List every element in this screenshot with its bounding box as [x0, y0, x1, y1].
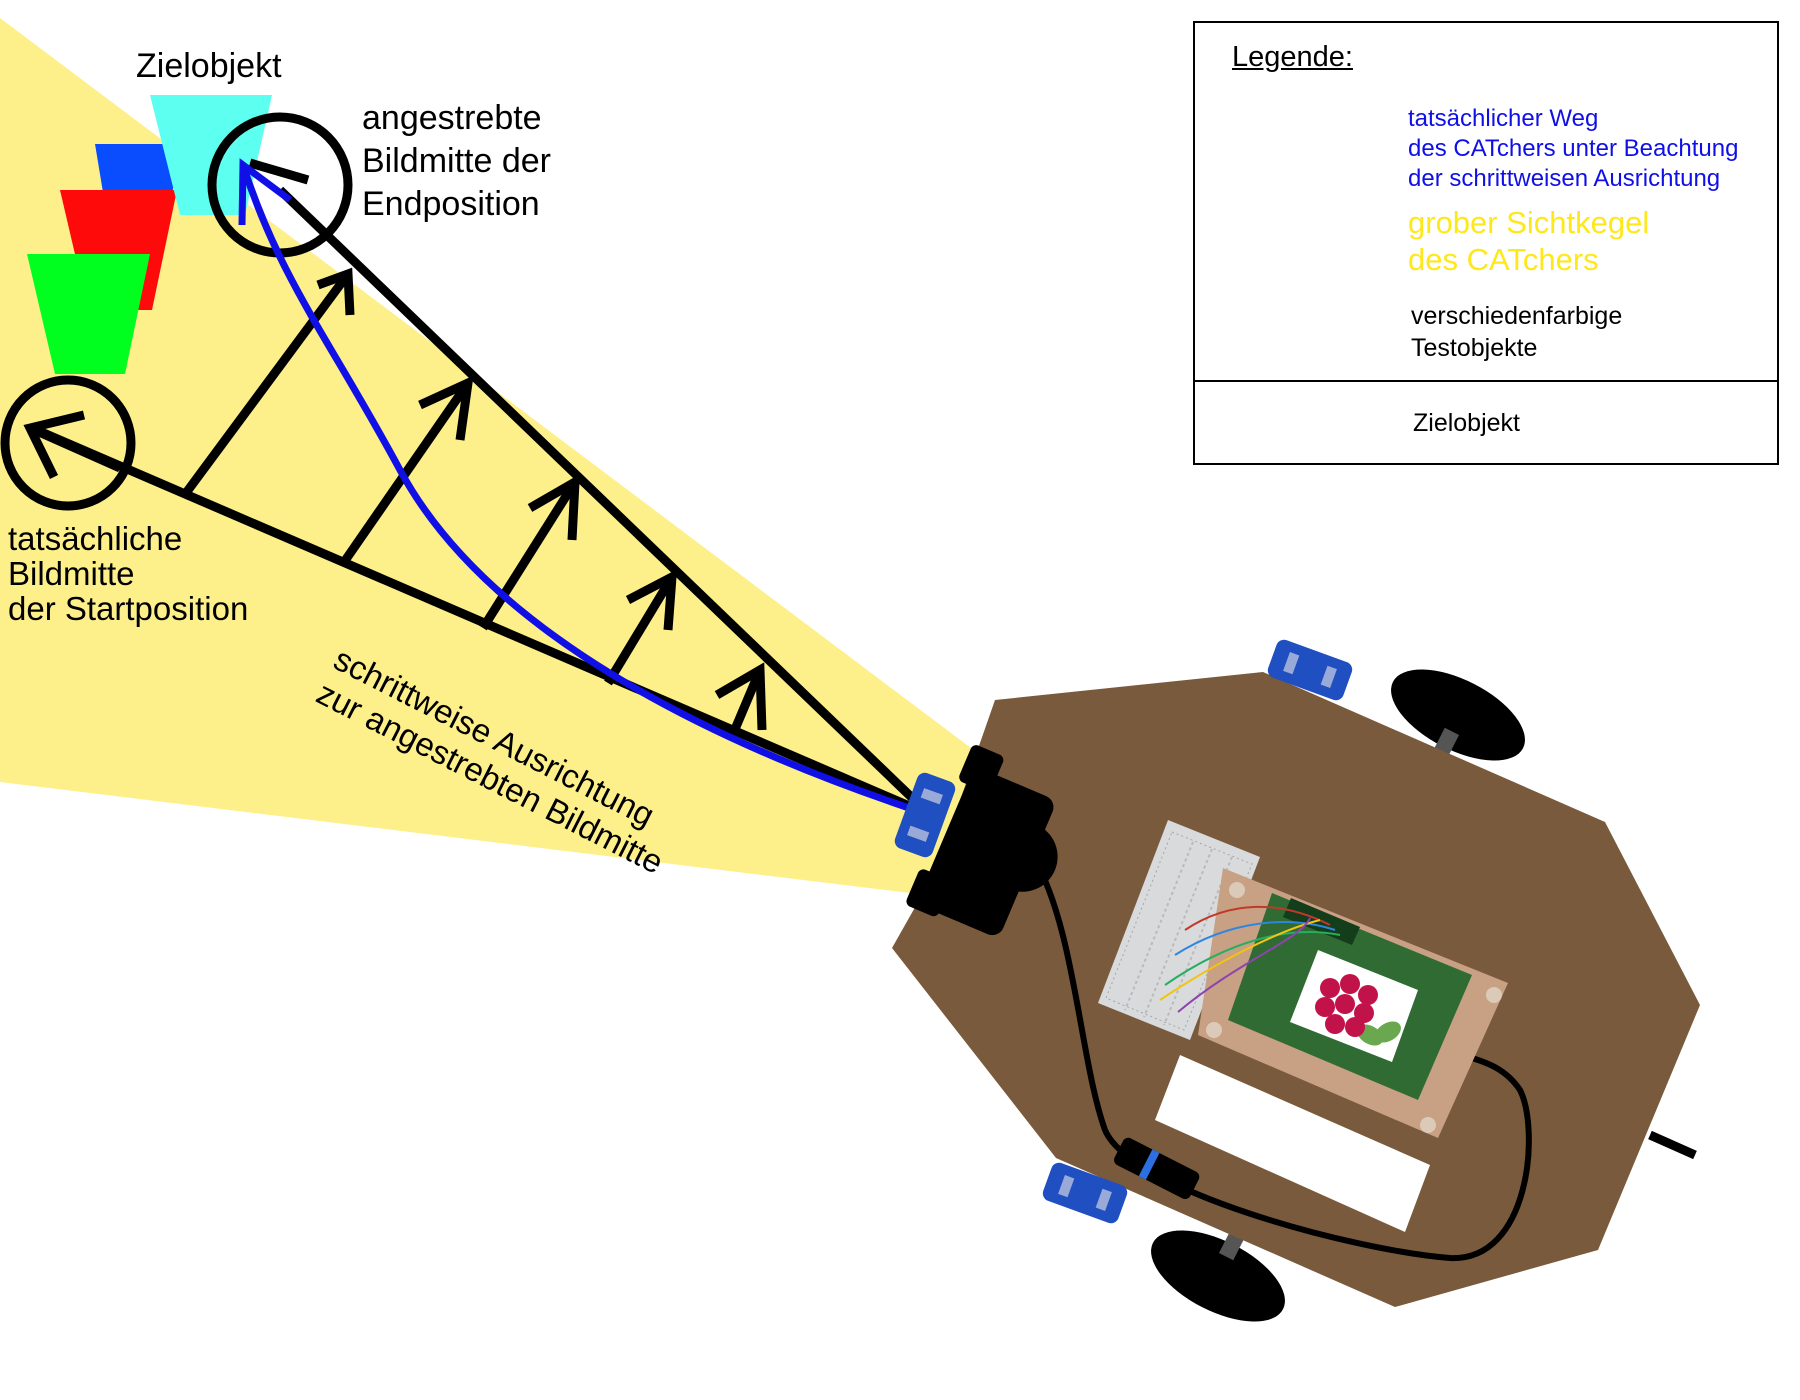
wheel-bottom [1151, 1230, 1285, 1322]
legend-path-line-1: tatsächlicher Weg [1408, 105, 1599, 132]
legend-cone-text: grober Sichtkegel des CATchers [1408, 204, 1649, 278]
arrow-icon [248, 158, 310, 185]
power-plug [1114, 1137, 1200, 1199]
sensor-bottom [1042, 1162, 1128, 1224]
ray-end-position [276, 186, 934, 819]
test-object-green [27, 254, 150, 374]
raspberry-logo-icon [1315, 974, 1401, 1046]
sensor-top [1267, 639, 1353, 701]
legend-box [1193, 21, 1779, 465]
legend-test-objects-line-2: Testobjekte [1411, 334, 1538, 362]
actual-center-circle [0, 375, 136, 511]
legend-cone-line-2: des CATchers [1408, 242, 1599, 277]
legend-divider [1193, 380, 1779, 382]
legend-path-text: tatsächlicher Weg des CATchers unter Bea… [1408, 104, 1738, 194]
actual-center-line-1: tatsächliche [8, 520, 183, 557]
legend-test-objects-line-1: verschiedenfarbige [1411, 302, 1623, 330]
arrow-icon [238, 158, 293, 226]
wheel-top [1391, 669, 1525, 761]
legend-path-line-2: des CATchers unter Beachtung [1408, 135, 1739, 162]
desired-center-line-2: Bildmitte der [362, 142, 551, 180]
arrow-icon [23, 410, 122, 479]
legend-path-line-3: der schrittweisen Ausrichtung [1408, 165, 1721, 192]
rear-stick [1648, 1130, 1697, 1160]
breadboard [1098, 820, 1260, 1040]
legend-target-text: Zielobjekt [1413, 409, 1520, 437]
desired-center-label: angestrebte Bildmitte der Endposition [362, 97, 551, 226]
battery-panel [1155, 1055, 1430, 1232]
actual-center-line-2: Bildmitte [8, 555, 135, 592]
wires [1159, 905, 1341, 1013]
sensor-front [894, 772, 956, 858]
actual-center-line-3: der Startposition [8, 590, 249, 627]
actual-path [239, 163, 932, 819]
legend-cone-line-1: grober Sichtkegel [1408, 205, 1650, 240]
target-object-label: Zielobjekt [136, 47, 282, 85]
legend-test-objects-text: verschiedenfarbige Testobjekte [1411, 300, 1622, 364]
actual-center-label: tatsächliche Bildmitte der Startposition [8, 521, 248, 626]
desired-center-line-3: Endposition [362, 185, 540, 223]
cable [1032, 858, 1532, 1262]
legend-title: Legende: [1232, 41, 1353, 73]
case-screws [1206, 882, 1502, 1133]
desired-center-line-1: angestrebte [362, 99, 542, 137]
view-cone [0, 18, 983, 898]
